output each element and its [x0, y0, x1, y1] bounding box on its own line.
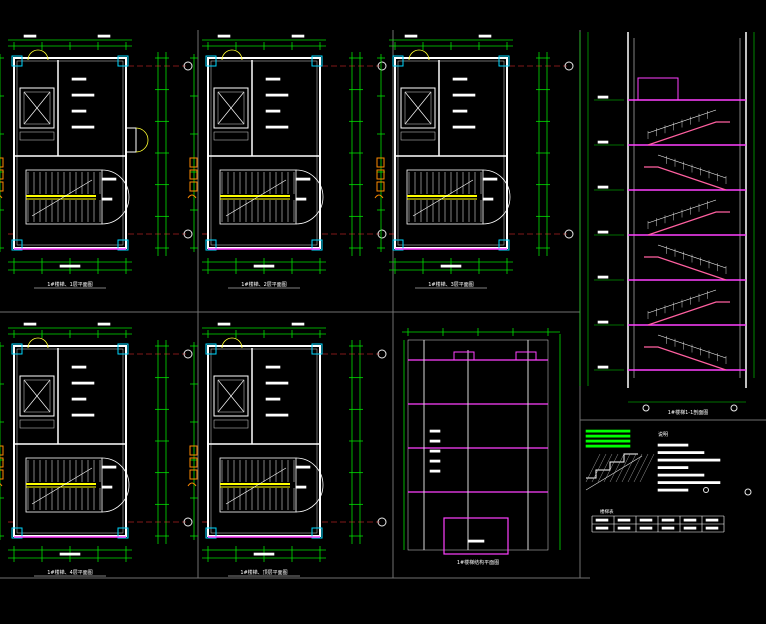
structural-column [11, 343, 23, 355]
stair-schedule-table: 楼梯表 [591, 508, 725, 533]
elevator-shaft-icon [213, 375, 249, 429]
handrail [647, 289, 717, 314]
door-swing-icon [27, 337, 49, 349]
structural-column [311, 527, 323, 539]
fire-hydrant-icon [187, 157, 198, 199]
door-swing-icon [221, 49, 243, 61]
stair-flight [647, 211, 730, 236]
stair-plan-3: 1#楼梯、3层平面图 [374, 34, 574, 289]
stair-flight [644, 256, 727, 281]
axis-bubble-icon [564, 61, 574, 71]
door-swing-icon [408, 49, 430, 61]
stair-section: 1#楼梯1-1剖面图 [579, 32, 755, 416]
structural-column [11, 55, 23, 67]
axis-bubble-icon [183, 61, 193, 71]
handrail [647, 109, 717, 134]
stair-flight [647, 301, 730, 326]
axis-bubble-icon [183, 517, 193, 527]
general-notes: 说明 [585, 429, 752, 496]
structural-column [311, 239, 323, 251]
axis-bubble-icon [377, 229, 387, 239]
axis-bubble-icon [564, 229, 574, 239]
fire-hydrant-icon [0, 445, 4, 487]
door-swing-icon [27, 49, 49, 61]
structure-title: 1#楼梯结构平面图 [457, 559, 499, 566]
stair-flight [644, 166, 727, 191]
stair-plan-icon [25, 457, 130, 513]
elevator-shaft-icon [19, 87, 55, 141]
pit-outline [443, 517, 509, 555]
stair-plan-icon [219, 457, 324, 513]
table-title: 楼梯表 [600, 508, 614, 515]
door-swing-icon [221, 337, 243, 349]
stair-flight [647, 121, 730, 146]
stair-plan-5: 1#楼梯、顶层平面图 [187, 322, 387, 577]
structural-column [392, 55, 404, 67]
handrail [657, 154, 727, 179]
exterior-wall [13, 57, 127, 249]
plan-title: 1#楼梯、顶层平面图 [240, 569, 287, 576]
step-detail [585, 453, 655, 491]
plan-title: 1#楼梯、1层平面图 [47, 281, 93, 288]
stair-plan-1: 1#楼梯、1层平面图 [0, 34, 193, 289]
fire-hydrant-icon [0, 157, 4, 199]
stair-plan-icon [219, 169, 324, 225]
exterior-wall [207, 57, 321, 249]
structural-column [11, 239, 23, 251]
structural-column [205, 527, 217, 539]
axis-bubble-icon [183, 349, 193, 359]
stair-flight [644, 346, 727, 371]
structural-column [117, 343, 129, 355]
axis-bubble-icon [730, 404, 738, 412]
roof-parapet [637, 77, 679, 101]
plan-title: 1#楼梯、2层平面图 [241, 281, 287, 288]
fire-hydrant-icon [374, 157, 385, 199]
stair-plan-icon [406, 169, 511, 225]
exterior-wall [13, 345, 127, 537]
axis-bubble-icon [377, 517, 387, 527]
axis-bubble-icon [183, 229, 193, 239]
structural-column [205, 55, 217, 67]
axis-bubble-icon [377, 349, 387, 359]
structural-column [11, 527, 23, 539]
elevator-shaft-icon [400, 87, 436, 141]
stair-plan-2: 1#楼梯、2层平面图 [187, 34, 387, 289]
structural-column [311, 55, 323, 67]
handrail [657, 334, 727, 359]
structure-plan: 1#楼梯结构平面图 [402, 328, 561, 566]
exterior-wall [394, 57, 508, 249]
structural-column [117, 527, 129, 539]
elevator-shaft-icon [213, 87, 249, 141]
plan-title: 1#楼梯、4层平面图 [47, 569, 93, 576]
structural-column [205, 343, 217, 355]
axis-bubble-icon [377, 61, 387, 71]
structural-column [311, 343, 323, 355]
elevator-shaft-icon [19, 375, 55, 429]
structural-column [498, 55, 510, 67]
stair-plan-4: 1#楼梯、4层平面图 [0, 322, 193, 577]
axis-bubble-icon [744, 488, 752, 496]
sheet-frame [0, 30, 766, 579]
section-title: 1#楼梯1-1剖面图 [668, 409, 709, 416]
notes-heading: 说明 [658, 431, 668, 438]
stair-plan-icon [25, 169, 130, 225]
axis-bubble-icon [642, 404, 650, 412]
handrail [647, 199, 717, 224]
handrail [657, 244, 727, 269]
fire-hydrant-icon [187, 445, 198, 487]
plan-title: 1#楼梯、3层平面图 [428, 281, 474, 288]
structural-column [117, 239, 129, 251]
exterior-wall [207, 345, 321, 537]
structural-column [392, 239, 404, 251]
structural-column [117, 55, 129, 67]
structural-column [498, 239, 510, 251]
structural-column [205, 239, 217, 251]
